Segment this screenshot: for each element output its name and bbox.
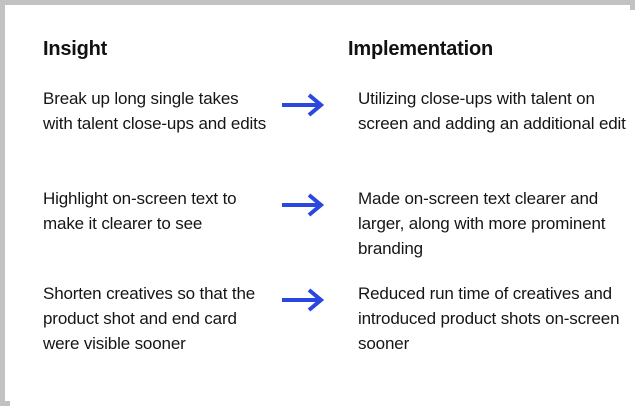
- right-arrow-icon: [276, 192, 328, 218]
- slide-content-area: Insight Implementation Break up long sin…: [10, 10, 635, 406]
- column-heading-insight: Insight: [43, 38, 108, 60]
- implementation-text: Utilizing close-ups with talent on scree…: [358, 89, 626, 133]
- right-arrow-icon: [276, 92, 328, 118]
- column-heading-implementation: Implementation: [348, 38, 493, 60]
- insight-text: Shorten creatives so that the product sh…: [43, 284, 256, 353]
- insight-text: Break up long single takes with talent c…: [43, 89, 267, 133]
- insight-text: Highlight on-screen text to make it clea…: [43, 189, 237, 233]
- implementation-text: Reduced run time of creatives and introd…: [358, 284, 620, 353]
- right-arrow-icon: [276, 287, 328, 313]
- implementation-text: Made on-screen text clearer and larger, …: [358, 189, 606, 258]
